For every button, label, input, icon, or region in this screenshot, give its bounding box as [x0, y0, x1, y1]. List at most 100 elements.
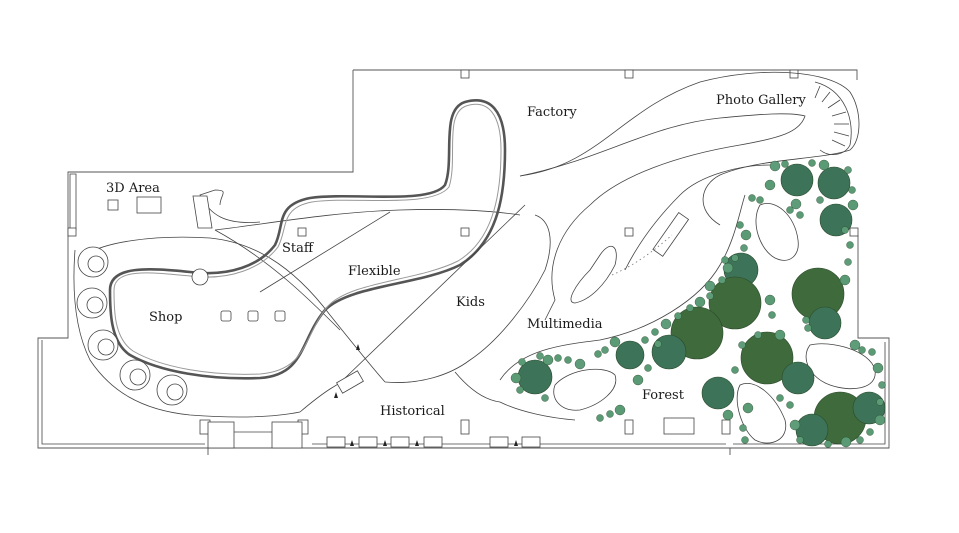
shrub: [601, 346, 609, 354]
diagonal-lines: [191, 204, 526, 379]
zone-label-historical: Historical: [380, 404, 445, 419]
shrub: [868, 348, 876, 356]
tree: [740, 331, 794, 385]
zone-labels: Factory Photo Gallery 3D Area Staff Flex…: [106, 93, 806, 419]
zone-label-forest: Forest: [642, 388, 685, 403]
shrub: [878, 381, 886, 389]
shrub: [769, 160, 781, 172]
shrub: [740, 229, 752, 241]
shrub: [804, 324, 812, 332]
shrub: [536, 352, 544, 360]
shrub: [789, 419, 801, 431]
shrub: [786, 206, 794, 214]
zone-label-flexible: Flexible: [348, 264, 401, 279]
entrances: [207, 421, 303, 449]
shrub: [764, 179, 776, 191]
shrub: [718, 276, 726, 284]
shrub: [846, 241, 854, 249]
shrub: [768, 311, 776, 319]
shrub: [704, 280, 716, 292]
shrub: [848, 186, 856, 194]
shrub: [541, 394, 549, 402]
shrub: [510, 372, 522, 384]
shrub: [874, 414, 886, 426]
shrub: [786, 401, 794, 409]
shrub: [739, 424, 747, 432]
shrub: [841, 226, 849, 234]
tree: [808, 306, 842, 340]
tree: [651, 334, 687, 370]
shop-fixtures: [220, 310, 286, 322]
building-outline: [37, 69, 890, 455]
zone-label-shop: Shop: [149, 310, 182, 325]
shrub: [756, 196, 764, 204]
shrub: [516, 386, 524, 394]
zone-boundaries: [73, 71, 860, 421]
shrub: [706, 292, 714, 300]
photo-gallery-fan: [814, 81, 852, 155]
multimedia-features: [570, 211, 690, 304]
shrub: [554, 354, 562, 362]
shrub: [876, 398, 884, 406]
zone-label-3d-area: 3D Area: [106, 181, 160, 196]
shrub: [736, 221, 744, 229]
shrub: [790, 198, 802, 210]
zone-label-staff: Staff: [282, 241, 315, 256]
zone-label-factory: Factory: [527, 105, 577, 120]
shrub: [808, 159, 816, 167]
shrub: [606, 410, 614, 418]
shrub: [596, 414, 604, 422]
tree: [708, 276, 762, 330]
zone-label-photo-gallery: Photo Gallery: [716, 93, 806, 108]
3d-area-fixtures: [107, 195, 213, 229]
shrub: [651, 328, 659, 336]
shrub: [660, 318, 672, 330]
shrub: [849, 339, 861, 351]
shrub: [738, 341, 746, 349]
shrub: [740, 244, 748, 252]
train-track: [108, 99, 507, 380]
shrub: [731, 366, 739, 374]
shrub: [844, 258, 852, 266]
shrub: [722, 262, 734, 274]
shrub: [694, 296, 706, 308]
circular-booths: [76, 246, 188, 406]
shrub: [632, 374, 644, 386]
columns: [67, 69, 859, 435]
shrub: [839, 274, 851, 286]
shrub: [654, 340, 662, 348]
tree: [781, 361, 815, 395]
shrub: [840, 436, 852, 448]
shrub: [542, 354, 554, 366]
shrub: [641, 336, 649, 344]
shrub: [518, 358, 526, 366]
shrub: [574, 358, 586, 370]
shrub: [741, 436, 749, 444]
shrub: [796, 211, 804, 219]
shrub: [872, 362, 884, 374]
shrub: [674, 312, 682, 320]
zone-label-multimedia: Multimedia: [527, 317, 603, 332]
tree: [817, 166, 851, 200]
forest-pods: [553, 203, 876, 444]
shrub: [858, 346, 866, 354]
shrub: [824, 440, 832, 448]
shrub: [847, 199, 859, 211]
tree: [615, 340, 645, 370]
historical-fixtures: [326, 344, 695, 448]
shrub: [816, 196, 824, 204]
tree: [701, 376, 735, 410]
shrub: [721, 256, 729, 264]
shrub: [614, 404, 626, 416]
shrub: [866, 428, 874, 436]
forest-trees: [510, 159, 886, 448]
shrub: [742, 402, 754, 414]
shrub: [564, 356, 572, 364]
shrub: [594, 350, 602, 358]
shrub: [644, 364, 652, 372]
zone-label-kids: Kids: [456, 295, 485, 310]
shrub: [776, 394, 784, 402]
shrub: [818, 159, 830, 171]
shrub: [796, 436, 804, 444]
